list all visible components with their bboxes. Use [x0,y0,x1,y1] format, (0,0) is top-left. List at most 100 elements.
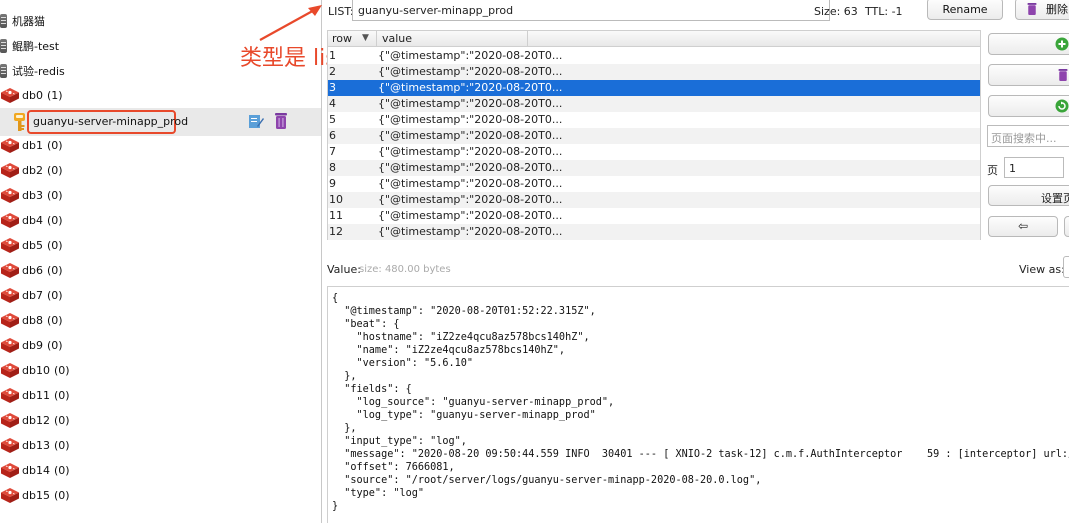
row-value: {"@timestamp":"2020-08-20T0... [378,161,563,174]
row-index: 2 [329,65,336,78]
key-name-field[interactable]: guanyu-server-minapp_prod [352,0,830,21]
row-value: {"@timestamp":"2020-08-20T0... [378,129,563,142]
db-item-db11[interactable]: db11(0) [0,383,321,408]
connection-label: 机器猫 [12,14,45,28]
db-label: db13 [22,439,50,452]
delete-button-label: 删除 [1046,3,1068,16]
reload-button[interactable] [988,95,1069,117]
set-page-button[interactable]: 设置页 [988,185,1069,206]
add-row-button[interactable] [988,33,1069,55]
table-row[interactable]: 3{"@timestamp":"2020-08-20T0... [328,80,980,96]
row-value: {"@timestamp":"2020-08-20T0... [378,49,563,62]
redis-db-icon [1,437,19,453]
db-item-db4[interactable]: db4(0) [0,208,321,233]
redis-db-icon [1,162,19,178]
db-item-db8[interactable]: db8(0) [0,308,321,333]
delete-key-button[interactable]: 删除 [1015,0,1069,20]
key-toolbar: LIST: guanyu-server-minapp_prod Size: 63… [322,0,1069,24]
sort-desc-icon[interactable]: ▼ [362,33,369,43]
key-size-label: Size: 63 [814,5,858,18]
table-row[interactable]: 6 {"@timestamp":"2020-08-20T0... [328,128,980,144]
key-item-selected[interactable]: guanyu-server-minapp_prod [0,108,321,136]
table-row[interactable]: 7{"@timestamp":"2020-08-20T0... [328,144,980,160]
table-row[interactable]: 12 {"@timestamp":"2020-08-20T0... [328,224,980,240]
db-item-db0[interactable]: db0 (1) [0,83,321,108]
connection-item[interactable]: 试验-redis [0,58,321,83]
db-item-db1[interactable]: db1(0) [0,133,321,158]
row-index: 8 [329,161,336,174]
view-as-select[interactable] [1063,256,1069,278]
redis-db-icon [1,237,19,253]
connection-tree: 机器猫 鲲鹏-test 试验-redis db0 (1) guanyu-serv… [0,0,322,523]
column-header-value[interactable]: value [382,32,413,45]
delete-row-button[interactable] [988,64,1069,86]
next-page-button[interactable] [1064,216,1069,237]
annotation-highlight-box [27,110,176,134]
db-item-db2[interactable]: db2(0) [0,158,321,183]
key-name-value: guanyu-server-minapp_prod [358,4,514,17]
trash-icon[interactable] [273,112,289,130]
db-label: db10 [22,364,50,377]
row-index: 11 [329,209,343,222]
key-icon [14,113,25,131]
db-item-db5[interactable]: db5(0) [0,233,321,258]
redis-db-icon [1,487,19,503]
trash-icon [1027,3,1037,15]
table-row[interactable]: 5{"@timestamp":"2020-08-20T0... [328,112,980,128]
connection-item[interactable]: 机器猫 [0,8,321,33]
db-item-db3[interactable]: db3(0) [0,183,321,208]
column-divider[interactable] [527,31,528,47]
rename-button-label: Rename [942,2,988,16]
connection-item[interactable]: 鲲鹏-test [0,33,321,58]
table-row[interactable]: 2{"@timestamp":"2020-08-20T0... [328,64,980,80]
server-icon [0,38,10,54]
db-key-count: (0) [53,414,70,427]
table-row[interactable]: 4{"@timestamp":"2020-08-20T0... [328,96,980,112]
db-key-count: (0) [46,164,63,177]
db-label: db7 [22,289,43,302]
db-label: db0 [22,89,43,102]
redis-db-icon [1,262,19,278]
page-number-input[interactable]: 1 [1004,157,1064,178]
db-key-count: (0) [53,489,70,502]
row-index: 7 [329,145,336,158]
page-search-input[interactable]: 页面搜索中... [987,125,1069,147]
table-row[interactable]: 10{"@timestamp":"2020-08-20T0... [328,192,980,208]
db-key-count: (1) [46,89,63,102]
row-value: {"@timestamp":"2020-08-20T0... [378,225,563,238]
redis-db-icon [1,337,19,353]
db-item-db6[interactable]: db6(0) [0,258,321,283]
db-item-db14[interactable]: db14(0) [0,458,321,483]
row-index: 6 [329,129,336,142]
redis-db-icon [1,362,19,378]
edit-icon[interactable] [248,113,264,129]
connection-label: 试验-redis [12,64,65,78]
add-icon [1055,37,1069,51]
table-row[interactable]: 9{"@timestamp":"2020-08-20T0... [328,176,980,192]
db-key-count: (0) [46,139,63,152]
table-row[interactable]: 8 {"@timestamp":"2020-08-20T0... [328,160,980,176]
value-editor[interactable]: { "@timestamp": "2020-08-20T01:52:22.315… [327,286,1069,523]
rename-button[interactable]: Rename [927,0,1003,20]
row-index: 12 [329,225,343,238]
db-key-count: (0) [46,289,63,302]
redis-db-icon [1,287,19,303]
key-ttl-label: TTL: -1 [865,5,903,18]
db-item-db10[interactable]: db10(0) [0,358,321,383]
row-index: 5 [329,113,336,126]
table-row[interactable]: 1{"@timestamp":"2020-08-20T0... [328,48,980,64]
db-item-db12[interactable]: db12(0) [0,408,321,433]
db-item-db9[interactable]: db9(0) [0,333,321,358]
column-divider[interactable] [376,31,377,47]
db-item-db13[interactable]: db13(0) [0,433,321,458]
redis-db-icon [1,187,19,203]
db-key-count: (0) [53,439,70,452]
table-row[interactable]: 11{"@timestamp":"2020-08-20T0... [328,208,980,224]
db-item-db15[interactable]: db15(0) [0,483,321,508]
column-header-row[interactable]: row [332,32,353,45]
page-label: 页 [987,164,998,177]
prev-page-button[interactable]: ⇦ [988,216,1058,237]
redis-db-icon [1,412,19,428]
key-type-label: LIST: [328,5,354,18]
db-item-db7[interactable]: db7(0) [0,283,321,308]
